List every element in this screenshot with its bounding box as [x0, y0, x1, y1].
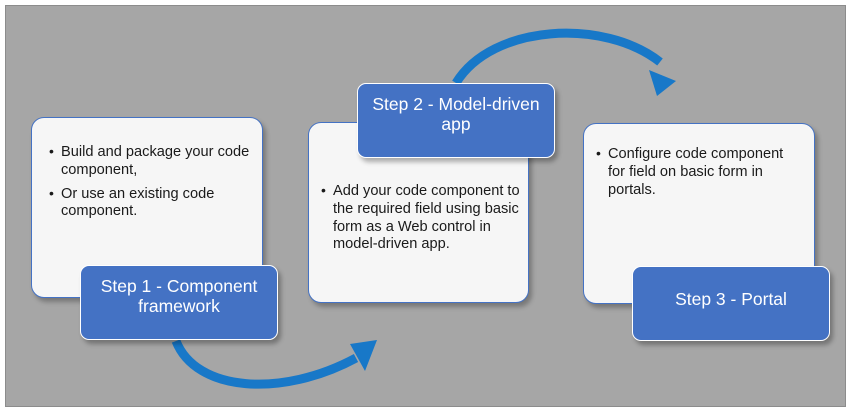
step-1-banner-label: Step 1 - Component framework — [100, 276, 258, 317]
list-item: Configure code component for field on ba… — [596, 145, 802, 199]
step-1-banner[interactable]: Step 1 - Component framework — [80, 265, 278, 340]
list-item: Add your code component to the required … — [321, 182, 520, 254]
step-2-banner[interactable]: Step 2 - Model-driven app — [357, 83, 555, 158]
list-item: Build and package your code component, — [49, 143, 252, 180]
step-3-bullet-list: Configure code component for field on ba… — [584, 124, 814, 199]
step-2-bullet-list: Add your code component to the required … — [309, 123, 528, 254]
step-3-banner[interactable]: Step 3 - Portal — [632, 266, 830, 341]
step-3-banner-label: Step 3 - Portal — [675, 289, 787, 309]
list-item: Or use an existing code component. — [49, 185, 252, 222]
step-1-bullet-list: Build and package your code component, O… — [32, 118, 262, 221]
step-2-banner-label: Step 2 - Model-driven app — [372, 94, 540, 135]
